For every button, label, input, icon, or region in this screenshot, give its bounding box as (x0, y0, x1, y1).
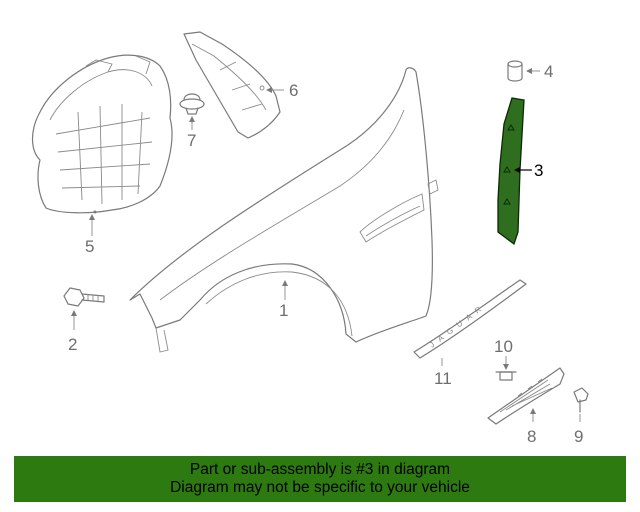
svg-text:1: 1 (279, 301, 288, 320)
svg-text:11: 11 (434, 369, 452, 388)
svg-text:7: 7 (187, 131, 196, 150)
part-1-fender[interactable] (129, 67, 439, 353)
callout-4: 4 (526, 62, 553, 81)
emblem-text: JAGUAR (428, 301, 488, 349)
info-banner: Part or sub-assembly is #3 in diagram Di… (14, 456, 626, 502)
callout-11: 11 (434, 358, 452, 388)
part-5-wheel-liner[interactable] (31, 54, 173, 214)
svg-text:4: 4 (544, 62, 553, 81)
part-4-cap[interactable] (507, 60, 523, 82)
part-9-screw[interactable] (573, 387, 589, 413)
part-2-bolt[interactable] (63, 287, 105, 307)
svg-text:5: 5 (85, 237, 94, 256)
part-6-splash-shield[interactable] (183, 31, 281, 139)
callout-7: 7 (187, 116, 196, 150)
part-10-fastener[interactable] (495, 371, 517, 381)
callout-2: 2 (68, 310, 77, 354)
callout-9: 9 (574, 414, 583, 446)
callout-8: 8 (527, 408, 536, 446)
banner-line-2: Diagram may not be specific to your vehi… (170, 479, 470, 496)
svg-text:9: 9 (574, 427, 583, 446)
svg-text:10: 10 (494, 337, 513, 356)
part-8-side-vent[interactable] (487, 367, 565, 425)
svg-text:8: 8 (527, 427, 536, 446)
parts-diagram: 5 6 7 1 (31, 31, 589, 446)
callout-6: 6 (266, 81, 298, 100)
banner-line-1: Part or sub-assembly is #3 in diagram (189, 461, 451, 478)
callout-5: 5 (85, 214, 95, 256)
part-7-clip[interactable] (179, 93, 205, 115)
callout-3: 3 (514, 161, 543, 180)
svg-text:6: 6 (289, 81, 298, 100)
callout-1: 1 (279, 280, 288, 320)
svg-text:2: 2 (68, 335, 77, 354)
part-3-bracket-highlighted[interactable] (497, 97, 525, 246)
callout-10: 10 (494, 337, 513, 370)
svg-text:3: 3 (534, 161, 543, 180)
